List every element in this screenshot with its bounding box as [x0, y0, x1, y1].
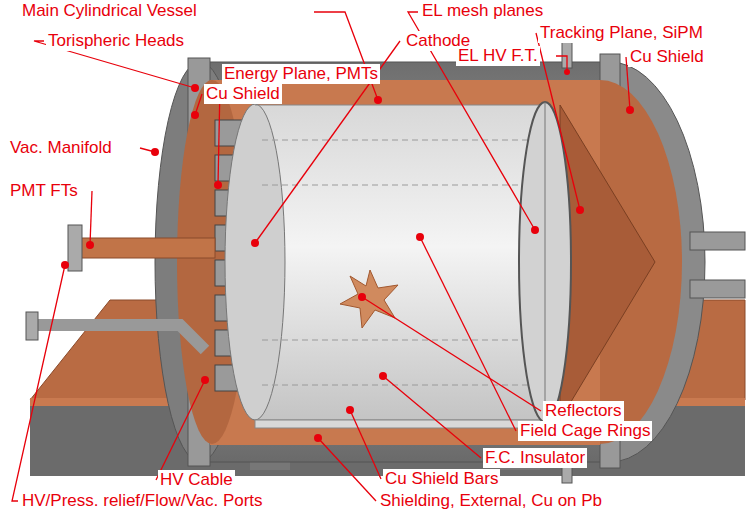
- energy-label: Energy Plane, PMTs: [222, 64, 380, 84]
- mesh-label: EL mesh planes: [420, 1, 545, 21]
- tracking-label: Tracking Plane, SiPM: [538, 23, 705, 43]
- ports-label: HV/Press. relief/Flow/Vac. Ports: [20, 491, 265, 511]
- feedthrough-label: EL HV F.T.: [456, 46, 540, 66]
- shielding-label: Shielding, External, Cu on Pb: [378, 491, 604, 511]
- insulator-label: F.C. Insulator: [483, 448, 587, 468]
- cable-label: HV Cable: [158, 470, 235, 490]
- shield-label: Cu Shield: [204, 84, 282, 104]
- reflector-label: Reflectors: [543, 401, 624, 421]
- cage-label: Field Cage Rings: [518, 421, 652, 441]
- shield-label: Cu Shield: [628, 47, 706, 67]
- vessel-label: Main Cylindrical Vessel: [20, 1, 199, 21]
- feedthrough-label: PMT FTs: [8, 181, 80, 201]
- manifold-label: Vac. Manifold: [8, 138, 114, 158]
- bars-label: Cu Shield Bars: [383, 469, 500, 489]
- heads-label: Torispheric Heads: [46, 31, 186, 51]
